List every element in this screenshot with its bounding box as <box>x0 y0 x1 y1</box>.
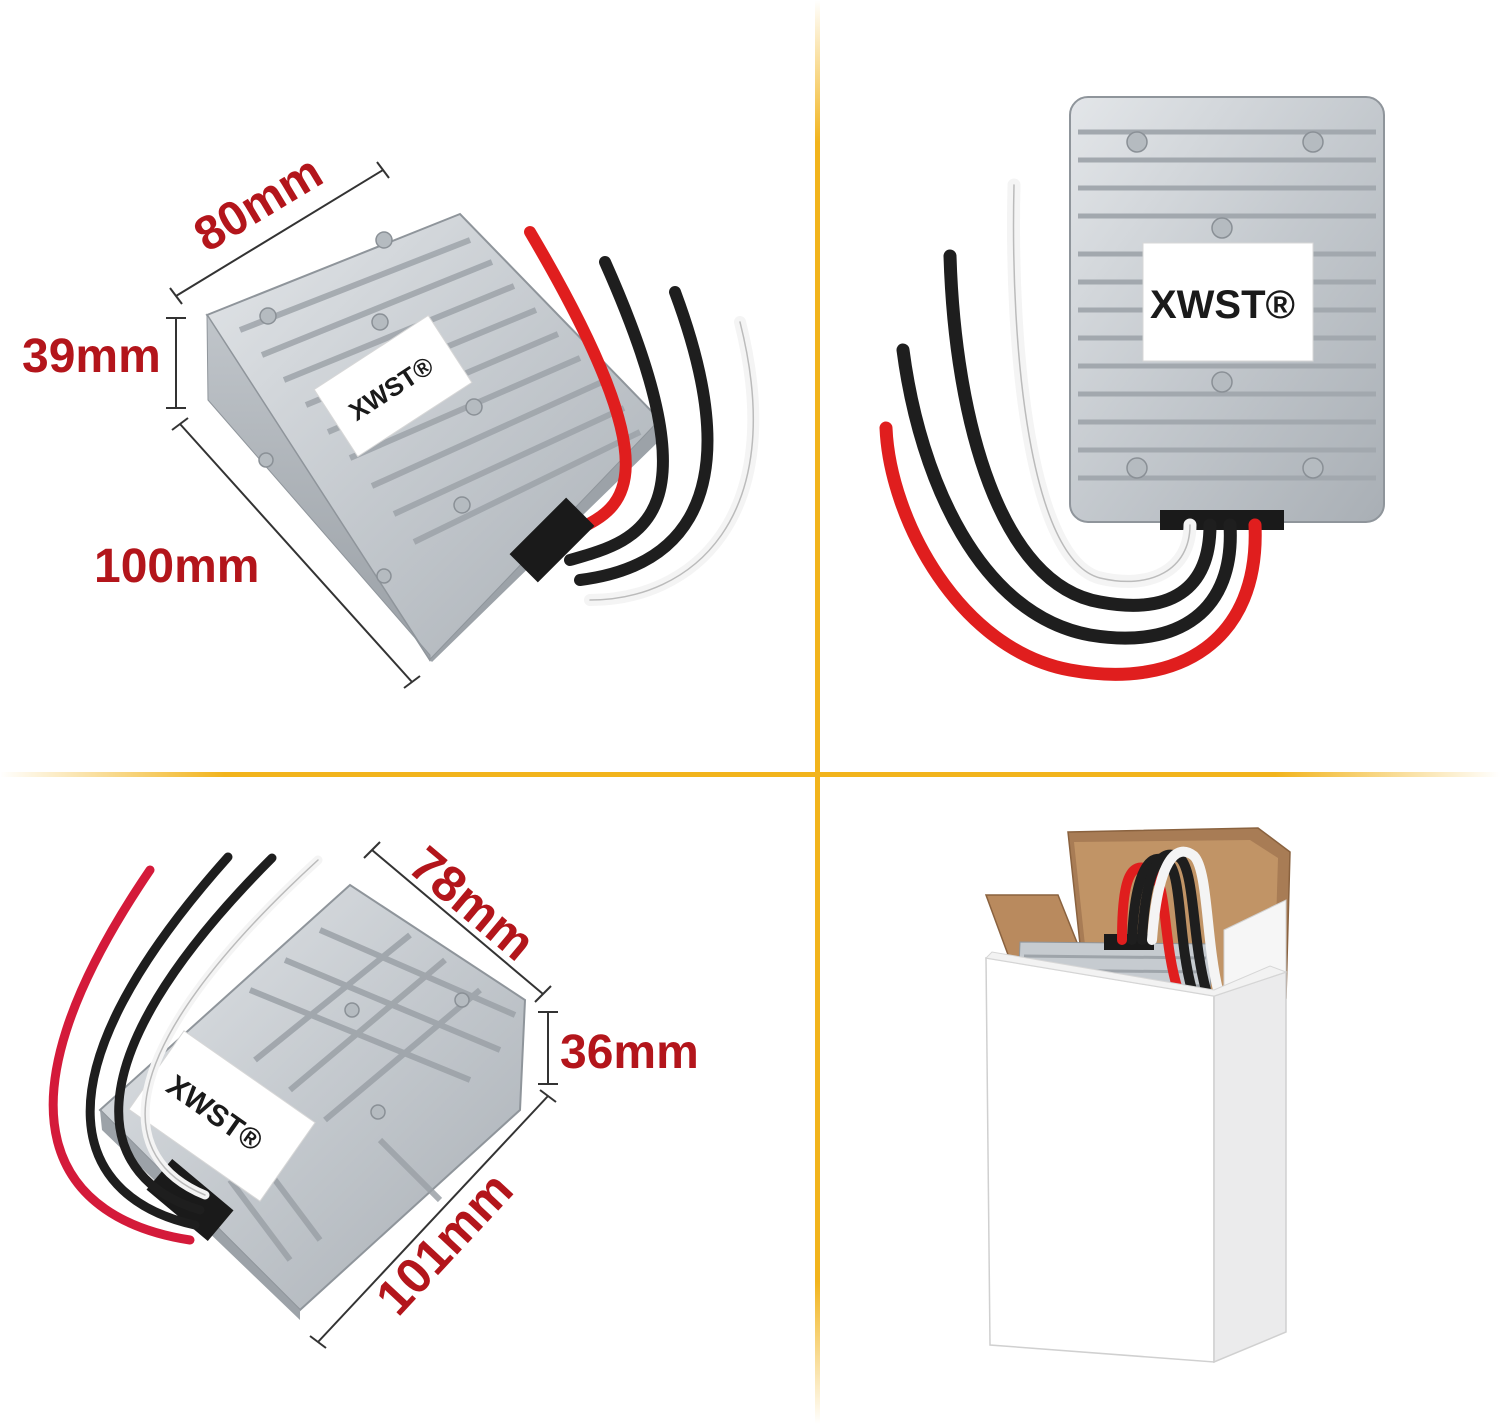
wire-bundle-bottom <box>48 852 323 1245</box>
brand-text-front: XWST® <box>1150 283 1295 327</box>
wire-bundle-front <box>879 178 1262 681</box>
horizontal-divider <box>0 772 1500 777</box>
brand-label-front: XWST® <box>1142 242 1314 362</box>
retail-box <box>984 827 1291 1364</box>
panel-bottom-left: XWST® 78mm 36mm 101mm <box>48 836 699 1349</box>
panel-bottom-right <box>984 827 1291 1364</box>
vertical-divider <box>815 0 820 1424</box>
dimension-lines-bottom <box>309 841 558 1349</box>
brand-label-bottom: XWST® <box>128 1030 316 1202</box>
dim-width-label: 100mm <box>94 540 259 593</box>
brand-label: XWST® <box>313 314 473 458</box>
panel-top-left: XWST® 80mm 39mm 100mm <box>22 146 760 689</box>
dim-height-label-bottom: 36mm <box>560 1026 699 1079</box>
dim-height-label: 39mm <box>22 330 161 383</box>
dimension-lines <box>166 161 421 689</box>
panel-top-right: XWST® <box>879 96 1385 681</box>
wire-bundle <box>509 226 760 606</box>
